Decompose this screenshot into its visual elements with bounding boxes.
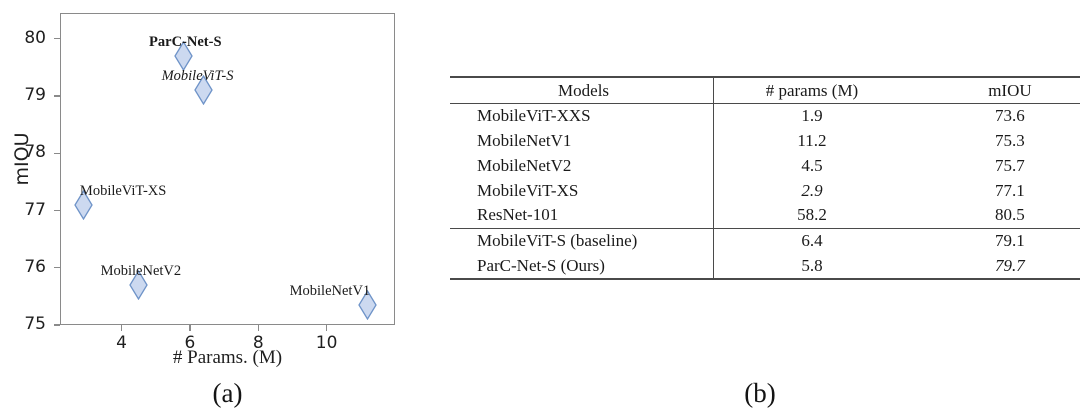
x-tick-mark <box>257 325 259 331</box>
panel-b-caption: (b) <box>744 378 776 408</box>
panel-a-caption: (a) <box>212 378 243 408</box>
scatter-point-label: MobileViT-S <box>161 68 234 85</box>
cell-params: 11.2 <box>797 131 827 150</box>
y-tick-mark <box>54 209 60 212</box>
x-tick-mark <box>325 325 328 331</box>
y-tick-label: 77 <box>24 199 46 220</box>
y-tick-label: 80 <box>24 27 46 48</box>
cell-params: 58.2 <box>797 205 827 225</box>
scatter-point-label: ParC-Net-S <box>149 33 222 50</box>
cell-miou: 75.7 <box>995 155 1025 175</box>
cell-model-name: MobileViT-S (baseline) <box>450 227 715 254</box>
scatter-point-marker <box>74 189 94 220</box>
scatter-plot-frame <box>60 13 395 325</box>
cell-model-name: MobileNetV1 <box>450 128 715 154</box>
cell-params: 4.5 <box>801 155 823 175</box>
table-row: MobileViT-XS 2.9 77.1 <box>450 178 1080 203</box>
x-tick-label: 10 <box>315 333 338 353</box>
cell-model-name: ResNet-101 <box>450 202 715 228</box>
y-tick-mark <box>54 267 60 269</box>
scatter-point-label: MobileNetV1 <box>289 282 371 299</box>
y-tick-mark <box>54 95 60 97</box>
x-tick-label: 6 <box>184 333 196 353</box>
x-tick-label: 8 <box>252 333 264 353</box>
cell-miou: 79.1 <box>909 227 1080 254</box>
cell-miou: 75.3 <box>995 131 1025 150</box>
cell-params: 6.4 <box>713 227 910 254</box>
x-tick-label: 4 <box>116 333 127 353</box>
scatter-point-label: MobileNetV2 <box>100 262 182 279</box>
table-row: MobileNetV1 11.2 75.3 <box>450 128 1080 154</box>
table-header-row: Models # params (M) mIOU <box>450 75 1080 104</box>
cell-model-name: MobileViT-XS <box>450 178 715 203</box>
table-row: MobileNetV2 4.5 75.7 <box>450 153 1080 178</box>
y-tick-label: 75 <box>24 314 46 334</box>
scatter-point-marker <box>194 75 213 106</box>
y-tick-label: 78 <box>24 142 46 163</box>
cell-params: 5.8 <box>713 253 910 280</box>
cell-model-name: ParC-Net-S (Ours) <box>450 253 715 280</box>
table-head: Models # params (M) mIOU <box>450 75 1080 104</box>
cell-params: 1.9 <box>713 102 910 129</box>
x-tick-mark <box>120 325 123 331</box>
cell-model-name: MobileNetV2 <box>450 153 715 178</box>
y-tick-mark <box>54 38 60 40</box>
y-tick-mark <box>54 324 60 326</box>
x-tick-mark <box>189 325 191 331</box>
cell-miou: 79.7 <box>909 253 1080 280</box>
column-header-params: # params (M) <box>713 75 910 104</box>
scatter-point-marker <box>173 40 193 71</box>
x-axis-title: # Params. (M) <box>172 347 283 368</box>
cell-miou: 73.6 <box>909 102 1080 129</box>
column-header-models: Models <box>450 75 715 104</box>
cell-miou: 80.5 <box>995 205 1025 225</box>
cell-miou: 77.1 <box>995 180 1025 200</box>
scatter-point-marker <box>129 269 148 300</box>
column-header-miou: mIOU <box>909 75 1080 104</box>
scatter-point-marker <box>358 289 377 320</box>
y-tick-mark <box>54 152 60 154</box>
cell-params: 2.9 <box>801 180 823 200</box>
y-tick-label: 79 <box>24 85 46 105</box>
cell-model-name: MobileViT-XXS <box>450 102 715 129</box>
y-tick-label: 76 <box>24 256 46 277</box>
scatter-point-label: MobileViT-XS <box>79 182 167 199</box>
table-row: ResNet-101 58.2 80.5 <box>450 202 1080 228</box>
